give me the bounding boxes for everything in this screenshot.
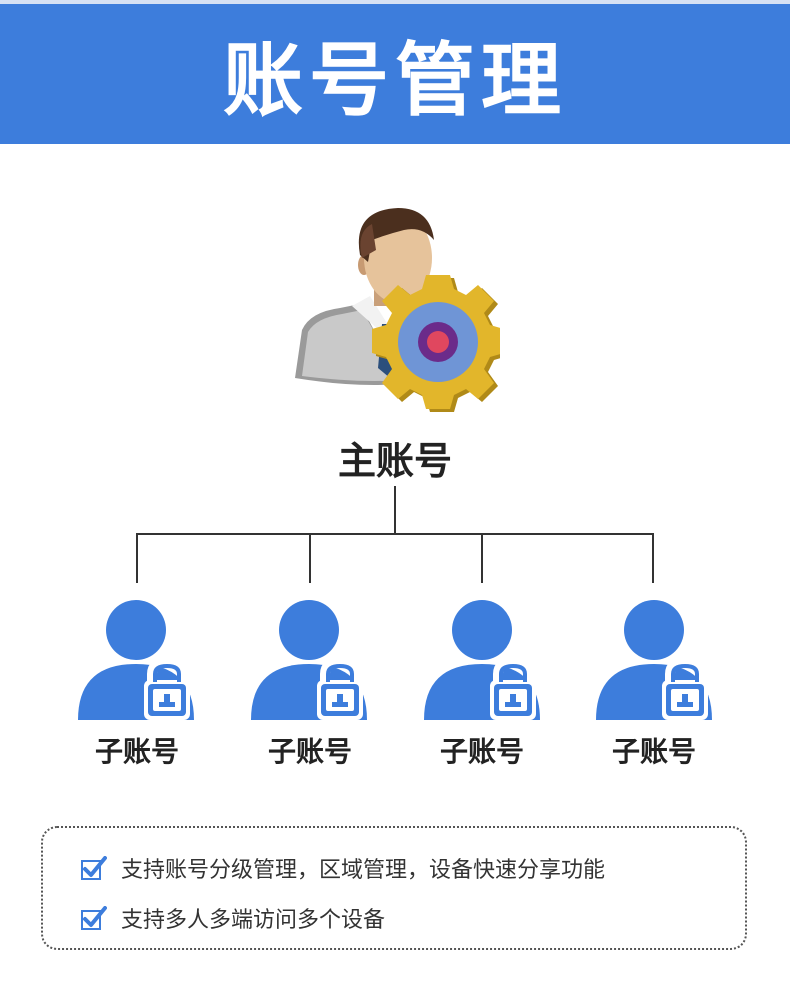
checkbox-checked-icon [81,906,107,930]
feature-text: 支持多人多端访问多个设备 [121,908,386,933]
sub-account-label: 子账号 [267,735,352,768]
feature-item: 支持账号分级管理，区域管理，设备快速分享功能 [81,852,605,884]
admin-gear-icon [295,208,500,412]
page-title: 账号管理 [223,34,567,127]
user-lock-icon [78,600,194,720]
sub-account-label: 子账号 [94,735,179,768]
sub-account-label: 子账号 [439,735,524,768]
user-lock-icon [596,600,712,720]
main-account-label: 主账号 [337,439,452,483]
header-banner: 账号管理 [0,0,790,144]
user-lock-icon [251,600,367,720]
checkbox-checked-icon [81,856,107,880]
tree-connectors [136,486,654,583]
feature-text: 支持账号分级管理，区域管理，设备快速分享功能 [121,858,606,883]
user-lock-icon [424,600,540,720]
sub-account-label: 子账号 [611,735,696,768]
features-box: 支持账号分级管理，区域管理，设备快速分享功能 支持多人多端访问多个设备 [41,826,747,950]
feature-item: 支持多人多端访问多个设备 [81,902,385,934]
